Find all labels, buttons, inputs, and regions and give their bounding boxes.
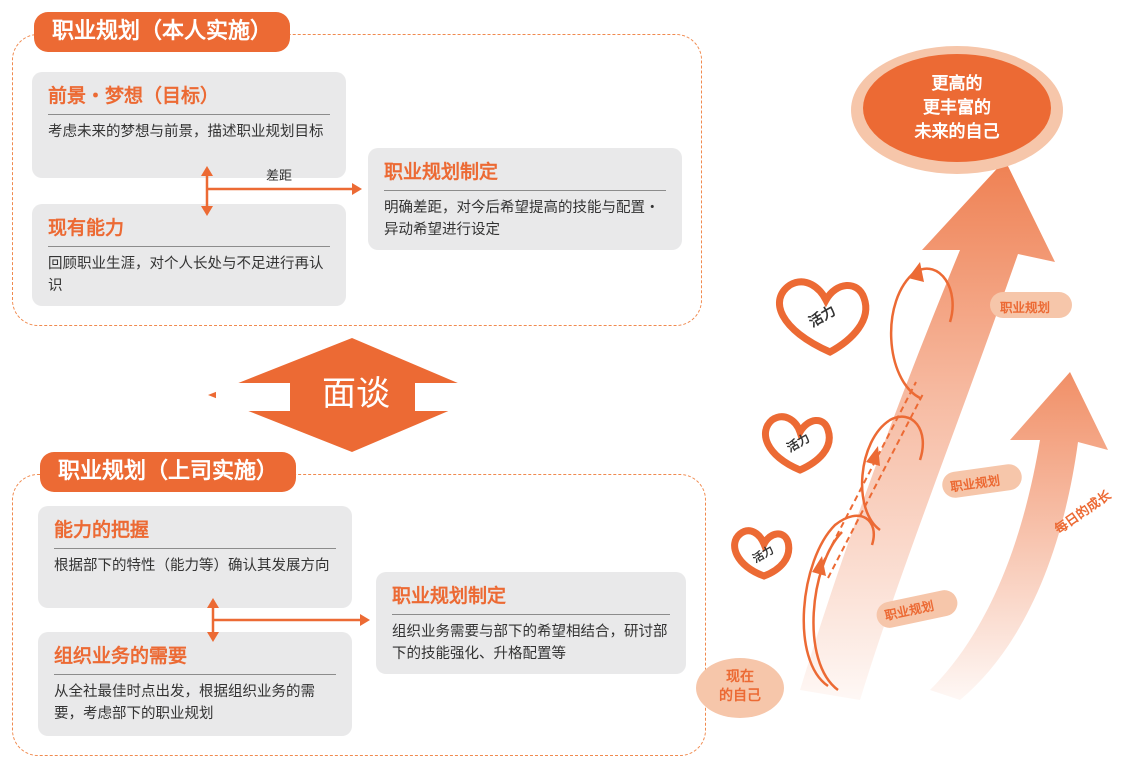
grasp-title: 能力的把握 [54, 516, 336, 549]
goal-line-2: 更丰富的 [923, 98, 991, 118]
vision-card: 前景・梦想（目标） 考虑未来的梦想与前景，描述职业规划目标 [32, 72, 346, 178]
heart-icon [776, 278, 870, 356]
now-line-1: 现在 [726, 669, 754, 685]
daily-growth-arrow [930, 372, 1108, 700]
plan-label-1: 职业规划 [1000, 300, 1051, 315]
interview-label: 面谈 [322, 374, 390, 414]
self-career-plan-panel [12, 34, 702, 326]
grasp-card: 能力的把握 根据部下的特性（能力等）确认其发展方向 [38, 506, 352, 608]
now-line-2: 的自己 [719, 688, 761, 704]
grasp-body: 根据部下的特性（能力等）确认其发展方向 [54, 558, 330, 574]
boss-plan-card: 职业规划制定 组织业务需要与部下的希望相结合，研讨部下的技能强化、升格配置等 [376, 572, 686, 674]
vision-body: 考虑未来的梦想与前景，描述职业规划目标 [48, 124, 324, 140]
goal-ellipse [863, 54, 1051, 162]
needs-title: 组织业务的需要 [54, 642, 336, 675]
boss-career-plan-panel [12, 474, 706, 756]
boss-plan-body: 组织业务需要与部下的希望相结合，研讨部下的技能强化、升格配置等 [392, 624, 668, 662]
self-plan-body: 明确差距，对今后希望提高的技能与配置・异动希望进行设定 [384, 200, 660, 238]
boss-career-plan-tag: 职业规划（上司实施） [40, 452, 297, 492]
plan-pill-3 [876, 590, 958, 628]
self-career-plan-tag: 职业规划（本人实施） [34, 12, 291, 52]
gap-label: 差距 [266, 169, 293, 184]
now-bubble [696, 658, 784, 718]
heart-icon [731, 527, 793, 580]
needs-card: 组织业务的需要 从全社最佳时点出发，根据组织业务的需要，考虑部下的职业规划 [38, 632, 352, 736]
now-label: 现在 的自己 [700, 668, 780, 706]
goal-line-3: 未来的自己 [914, 122, 1000, 142]
plan-pill-2 [942, 464, 1022, 498]
goal-line-1: 更高的 [931, 74, 983, 94]
self-plan-card: 职业规划制定 明确差距，对今后希望提高的技能与配置・异动希望进行设定 [368, 148, 682, 250]
ability-title: 现有能力 [48, 214, 330, 247]
goal-label: 更高的 更丰富的 未来的自己 [877, 72, 1037, 144]
self-plan-title: 职业规划制定 [384, 158, 666, 191]
ability-body: 回顾职业生涯，对个人长处与不足进行再认识 [48, 256, 324, 294]
vision-title: 前景・梦想（目标） [48, 82, 330, 115]
needs-body: 从全社最佳时点出发，根据组织业务的需要，考虑部下的职业规划 [54, 684, 315, 722]
main-growth-arrow [800, 160, 1055, 700]
plan-pill-1 [990, 292, 1072, 318]
boss-plan-title: 职业规划制定 [392, 582, 670, 615]
ability-card: 现有能力 回顾职业生涯，对个人长处与不足进行再认识 [32, 204, 346, 306]
heart-icon [761, 413, 833, 474]
